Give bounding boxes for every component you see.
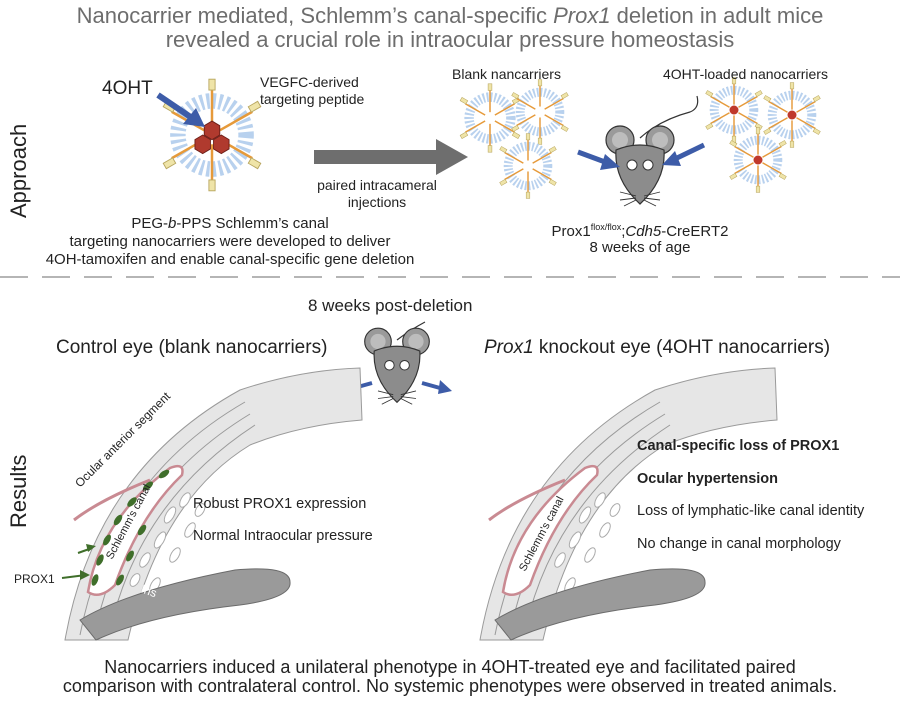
- drug-label: 4OHT: [102, 78, 153, 99]
- nanocarrier-description: PEG-b-PPS Schlemm’s canal targeting nano…: [45, 215, 415, 268]
- prox1-label: PROX1: [14, 572, 55, 586]
- ko-eye-illustration: [479, 367, 778, 641]
- drug-arrow: [156, 92, 205, 127]
- timepoint-label: 8 weeks post-deletion: [308, 296, 473, 315]
- age-label: 8 weeks of age: [589, 239, 691, 256]
- ko-finding-2: Ocular hypertension: [637, 471, 779, 487]
- ko-finding-4: No change in canal morphology: [637, 536, 841, 552]
- loaded-nanocarriers-label: 4OHT-loaded nanocarriers: [663, 66, 828, 82]
- control-eye-illustration: [61, 367, 363, 641]
- control-finding-1: Robust PROX1 expression: [193, 496, 367, 512]
- control-eye-title: Control eye (blank nanocarriers): [56, 337, 328, 358]
- figure-title-line-2: revealed a crucial role in intraocular p…: [165, 27, 735, 52]
- figure-title-line-1: Nanocarrier mediated, Schlemm’s canal-sp…: [76, 3, 824, 28]
- injection-label: paired intracameral injections: [317, 177, 437, 210]
- nanocarrier-illustration: [163, 79, 261, 191]
- ko-finding-3: Loss of lymphatic-like canal identity: [637, 503, 865, 519]
- injection-arrow-graphic: [314, 139, 468, 175]
- genotype-label: Prox1flox/flox;Cdh5-CreERT2: [551, 222, 729, 240]
- blank-nanocarriers-label: Blank nancarriers: [452, 66, 561, 82]
- summary-line-1: Nanocarriers induced a unilateral phenot…: [104, 657, 796, 677]
- peptide-label: VEGFC-derived targeting peptide: [260, 74, 365, 107]
- control-finding-2: Normal Intraocular pressure: [193, 528, 373, 544]
- summary-line-2: comparison with contralateral control. N…: [62, 676, 838, 696]
- ko-eye-title: Prox1 knockout eye (4OHT nanocarriers): [484, 337, 831, 358]
- iris-label: Iris: [139, 582, 159, 601]
- ko-finding-1: Canal-specific loss of PROX1: [637, 438, 840, 454]
